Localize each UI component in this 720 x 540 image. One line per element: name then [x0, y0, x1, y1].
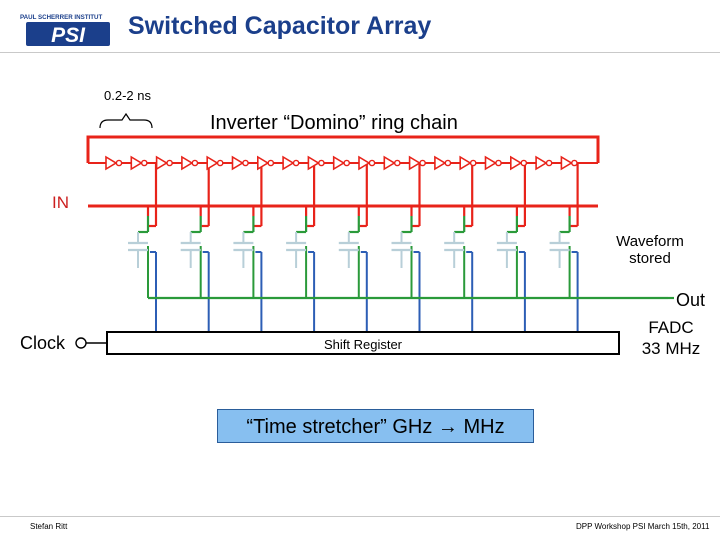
clock-label: Clock [20, 333, 66, 353]
wiring [86, 135, 674, 331]
sampling-cell [506, 163, 527, 331]
input-label: IN [52, 193, 69, 212]
inverter-bubble [115, 159, 123, 167]
inverter [256, 155, 275, 171]
ring-chain-frame [86, 135, 600, 163]
waveform-stored-label: Waveform stored [600, 233, 700, 267]
inverter [358, 155, 376, 171]
inverter-bubble [444, 159, 452, 167]
inverter-bubble [393, 159, 401, 167]
inverter-triangle [206, 155, 219, 171]
inverter [408, 155, 426, 171]
sampling-cell [559, 163, 579, 331]
inverter-bubble [292, 159, 300, 167]
inverter-bubble [242, 159, 249, 167]
inverter-triangle [155, 155, 169, 171]
footer-event: DPP Workshop PSI March 15th, 2011 [576, 522, 710, 531]
inverter [155, 155, 173, 171]
inverter-triangle [459, 155, 472, 171]
fadc-label-line1: FADC [648, 318, 694, 337]
waveform-label-line2: stored [629, 250, 671, 267]
fadc-label: FADC 33 MHz [636, 317, 706, 359]
inverter [130, 155, 148, 171]
inverter-bubble [140, 159, 148, 167]
inverter-triangle [535, 155, 548, 171]
footer-author: Stefan Ritt [30, 522, 68, 531]
psi-logo: PAUL SCHERRER INSTITUT PSI [20, 14, 110, 47]
inverter-triangle [130, 155, 143, 171]
inverter-triangle [231, 155, 245, 171]
slide-title: Switched Capacitor Array [128, 12, 432, 40]
inverter-triangle [105, 155, 118, 171]
inverter-triangle [332, 155, 346, 171]
inverter [383, 155, 401, 171]
delay-brace [99, 112, 153, 129]
inverter-bubble [571, 159, 578, 167]
inverter-bubble [166, 159, 173, 167]
inverter-triangle [408, 155, 422, 171]
sampling-cell [190, 163, 210, 331]
delay-label: 0.2-2 ns [104, 88, 151, 103]
inverter [307, 155, 325, 171]
inverter [459, 155, 477, 171]
inverter-bubble [267, 159, 275, 167]
sampling-cell [454, 163, 474, 331]
sampling-cell [401, 163, 421, 331]
inverter-triangle [434, 155, 447, 171]
diagram-misc [75, 112, 153, 349]
inverter-triangle [256, 155, 270, 171]
fadc-label-line2: 33 MHz [641, 339, 701, 358]
inverter-triangle [383, 155, 396, 171]
inverter-bubble [469, 159, 477, 167]
inverter [282, 155, 300, 171]
inverter-triangle [282, 155, 295, 171]
inverter [181, 155, 199, 171]
logo-text: PAUL SCHERRER INSTITUT [20, 14, 102, 21]
logo-letters: PSI [51, 24, 86, 47]
inverter-bubble [520, 159, 528, 167]
out-label: Out [676, 290, 706, 310]
inverter [509, 155, 528, 171]
inverter-bubble [216, 159, 224, 167]
waveform-label-line1: Waveform [616, 233, 684, 250]
inverter [484, 155, 502, 171]
title-divider [0, 52, 720, 53]
inverter-triangle [358, 155, 371, 171]
inverter [434, 155, 452, 171]
time-stretcher-box: “Time stretcher” GHz → MHz [217, 409, 534, 443]
shift-register-box: Shift Register [106, 331, 620, 355]
shift-register-label: Shift Register [323, 337, 403, 352]
inverter [206, 155, 224, 171]
sampling-cell [243, 163, 263, 331]
inverter-triangle [181, 155, 194, 171]
inverter-triangle [509, 155, 523, 171]
inverter [332, 155, 351, 171]
inverter-bubble [368, 159, 376, 167]
clock-terminal [75, 337, 87, 349]
inverter-bubble [343, 159, 351, 167]
inverter-bubble [419, 159, 426, 167]
inverter-bubble [495, 159, 502, 167]
inverter-triangle [560, 155, 573, 171]
inverter-chain [105, 155, 578, 171]
domino-chain-label: Inverter “Domino” ring chain [210, 112, 458, 134]
inverter-bubble [191, 159, 199, 167]
inverter-bubble [318, 159, 325, 167]
inverter [105, 155, 123, 171]
inverter [535, 155, 553, 171]
sampling-cell [348, 163, 368, 331]
inverter [560, 155, 578, 171]
inverter [231, 155, 249, 171]
inverter-triangle [307, 155, 320, 171]
capacitor-array [128, 232, 570, 268]
sampling-cell [296, 163, 316, 331]
footer-divider [0, 516, 720, 517]
inverter-triangle [484, 155, 498, 171]
inverter-bubble [545, 159, 553, 167]
